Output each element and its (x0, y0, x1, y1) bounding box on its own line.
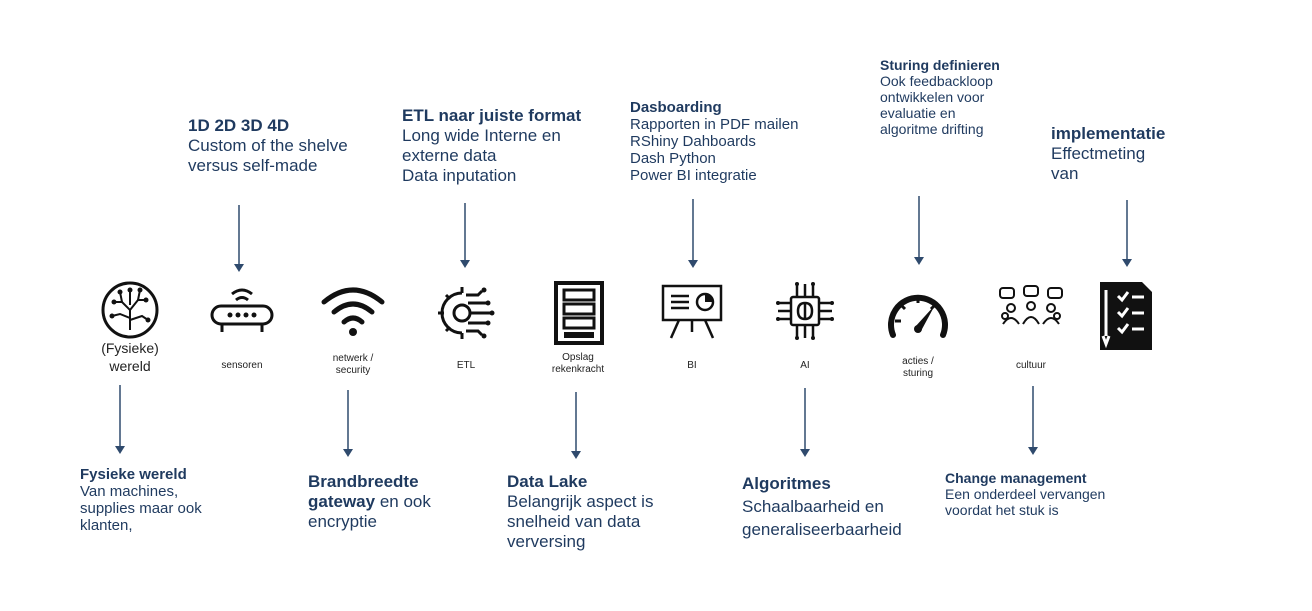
note-line: Dash Python (630, 150, 716, 167)
note-etl-title: ETL naar juiste format (402, 106, 582, 125)
brain-chip-icon (774, 280, 836, 342)
arrow-down (114, 385, 126, 455)
note-change-management-title: Change management (945, 470, 1087, 486)
note-line: Rapporten in PDF mailen (630, 116, 799, 133)
stage-label-network: netwerk / security (308, 353, 398, 377)
note-steering-title: Sturing definieren (880, 57, 1000, 73)
note-dashboarding-title: Dasboarding (630, 99, 722, 116)
arrow-down (459, 203, 471, 269)
note-line: ontwikkelen voor (880, 89, 985, 105)
note-line: Power BI integratie (630, 167, 757, 184)
stage-label-line: (Fysieke) (101, 340, 159, 356)
note-bandwidth-title: Brandbreedte (308, 472, 419, 491)
note-bandwidth-line: gateway en ook (308, 492, 488, 512)
stage-label-world: (Fysieke) wereld (85, 339, 175, 375)
note-line: RShiny Dahboards (630, 133, 756, 150)
note-bandwidth-bold: gateway (308, 492, 376, 511)
note-implementation: implementatie Effectmeting van (1051, 124, 1221, 184)
note-line: Belangrijk aspect is (507, 492, 654, 511)
checklist-document-icon (1098, 280, 1154, 352)
note-steering: Sturing definieren Ook feedbackloop ontw… (880, 57, 1050, 137)
stage-label-line: netwerk / (332, 353, 374, 364)
note-line: Een onderdeel vervangen (945, 486, 1106, 502)
arrow-down (570, 392, 582, 460)
server-rack-icon (553, 280, 605, 346)
arrow-down (233, 205, 245, 273)
note-etl: ETL naar juiste format Long wide Interne… (402, 106, 612, 186)
note-line: van (1051, 164, 1079, 183)
stage-label-line: wereld (109, 358, 151, 374)
arrow-down (1121, 200, 1133, 268)
note-line: Van machines, (80, 483, 179, 500)
presentation-chart-icon (659, 282, 725, 342)
note-algorithms: Algoritmes Schaalbaarheid en generalisee… (742, 472, 952, 541)
note-implementation-title: implementatie (1051, 124, 1166, 143)
stage-label-line: rekenkracht (551, 364, 605, 375)
note-line: Effectmeting (1051, 144, 1146, 163)
note-line: Schaalbaarheid en (742, 497, 884, 516)
note-line: Custom of the shelve (188, 136, 348, 155)
note-dashboarding: Dasboarding Rapporten in PDF mailen RShi… (630, 99, 850, 184)
stage-label-ai: AI (800, 360, 810, 371)
stage-label-sensor: sensoren (221, 360, 263, 371)
note-physical-world-title: Fysieke wereld (80, 466, 187, 483)
note-line: versus self-made (188, 156, 318, 175)
stage-label-line: acties / (902, 356, 934, 367)
note-line: klanten, (80, 517, 133, 534)
arrow-down (913, 196, 925, 266)
stage-label-bi: BI (687, 360, 697, 371)
note-line: Data inputation (402, 166, 517, 185)
note-change-management: Change management Een onderdeel vervange… (945, 470, 1165, 518)
note-data-lake-title: Data Lake (507, 472, 588, 491)
note-line: voordat het stuk is (945, 502, 1059, 518)
stage-label-etl: ETL (456, 360, 476, 371)
stage-label-storage: Opslag rekenkracht (533, 352, 623, 376)
arrow-down (687, 199, 699, 269)
stage-label-line: Opslag (562, 352, 594, 363)
note-line: encryptie (308, 512, 377, 531)
wifi-icon (320, 284, 386, 340)
stage-label-actions: acties / sturing (873, 356, 963, 380)
note-bandwidth-rest: en ook (375, 492, 431, 511)
note-dimensions: 1D 2D 3D 4D Custom of the shelve versus … (188, 116, 388, 176)
note-line: Ook feedbackloop (880, 73, 993, 89)
note-line: externe data (402, 146, 497, 165)
note-line: verversing (507, 532, 586, 551)
arrow-down (342, 390, 354, 458)
gear-circuit-icon (432, 281, 498, 345)
speedometer-icon (885, 285, 951, 345)
sensor-device-icon (208, 282, 276, 342)
note-algorithms-title: Algoritmes (742, 474, 831, 493)
globe-circuit-icon (100, 280, 160, 340)
note-bandwidth: Brandbreedte gateway en ook encryptie (308, 472, 488, 532)
note-line: supplies maar ook (80, 500, 202, 517)
team-discussion-icon (997, 284, 1065, 332)
note-line: evaluatie en (880, 105, 956, 121)
stage-label-culture: cultuur (1015, 360, 1046, 371)
note-line: snelheid van data (507, 512, 641, 531)
note-line: generaliseerbaarheid (742, 520, 902, 539)
arrow-down (799, 388, 811, 458)
note-line: Long wide Interne en (402, 126, 561, 145)
note-physical-world: Fysieke wereld Van machines, supplies ma… (80, 466, 250, 534)
note-line: algoritme drifting (880, 121, 984, 137)
note-data-lake: Data Lake Belangrijk aspect is snelheid … (507, 472, 707, 552)
note-dimensions-title: 1D 2D 3D 4D (188, 116, 290, 135)
arrow-down (1027, 386, 1039, 456)
stage-label-line: sturing (902, 368, 933, 379)
stage-label-line: security (335, 365, 371, 376)
